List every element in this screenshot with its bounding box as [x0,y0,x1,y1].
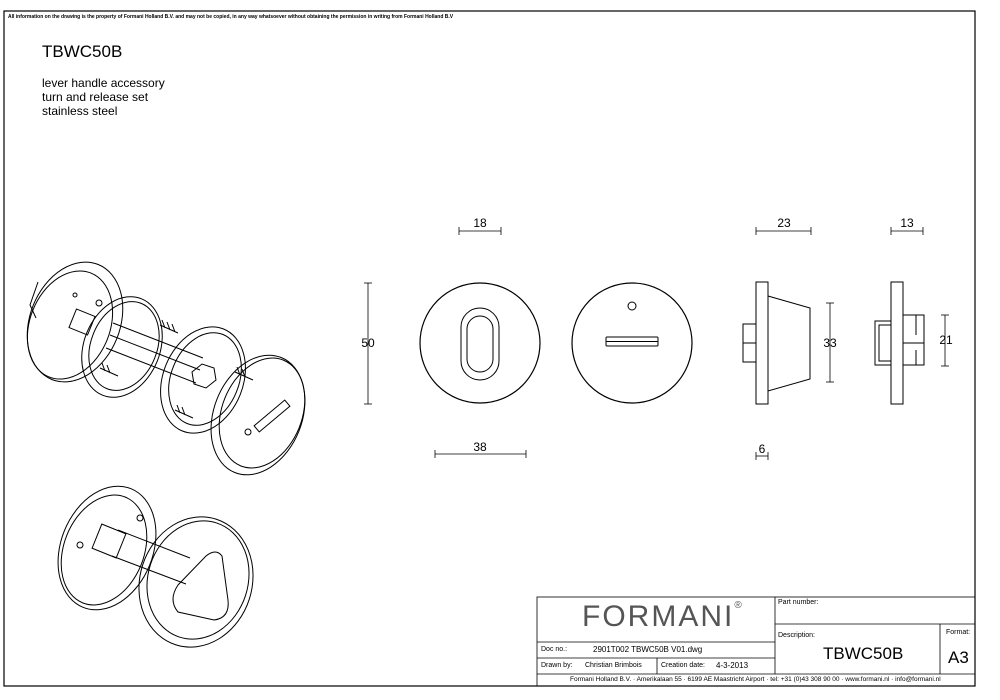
format-value: A3 [948,648,969,667]
doc-label: Doc no.: [541,646,568,653]
drawn-label: Drawn by: [541,662,573,669]
dimension-lines [364,227,949,460]
brand-mark: ® [734,600,744,611]
brand-logo: FORMANI® [582,600,744,634]
description-line: lever handle accessory [42,76,165,90]
dim-50: 50 [361,336,375,350]
product-code: TBWC50B [42,42,123,61]
created-label: Creation date: [661,662,705,669]
side-view-indicator [742,281,811,405]
brand-name: FORMANI [582,600,735,633]
description-line: stainless steel [42,104,118,118]
description-value: TBWC50B [823,644,904,663]
dim-38: 38 [473,440,487,454]
dim-21: 21 [939,333,953,347]
front-view-indicator [571,282,693,404]
title-block-lines [536,596,976,687]
front-view-lock [419,282,541,404]
company-footer: Formani Holland B.V. · Amerikalaan 55 · … [570,676,941,683]
drawn-value: Christian Brimbois [585,662,642,669]
product-description: lever handle accessory turn and release … [42,76,165,118]
dim-23: 23 [777,216,791,230]
doc-value: 2901T002 TBWC50B V01.dwg [593,645,703,654]
dim-18: 18 [473,216,487,230]
dim-33: 33 [823,336,837,350]
dim-6: 6 [758,442,766,456]
part-number-label: Part number: [778,599,819,606]
format-label: Format: [946,629,971,636]
copyright-notice: All information on the drawing is the pr… [8,14,454,20]
description-label: Description: [778,632,815,639]
description-line: turn and release set [42,90,149,104]
drawing-frame [3,10,976,687]
side-view-lock [874,281,925,405]
exploded-isometric-view [26,261,306,648]
dim-13: 13 [900,216,914,230]
created-value: 4-3-2013 [716,661,749,670]
